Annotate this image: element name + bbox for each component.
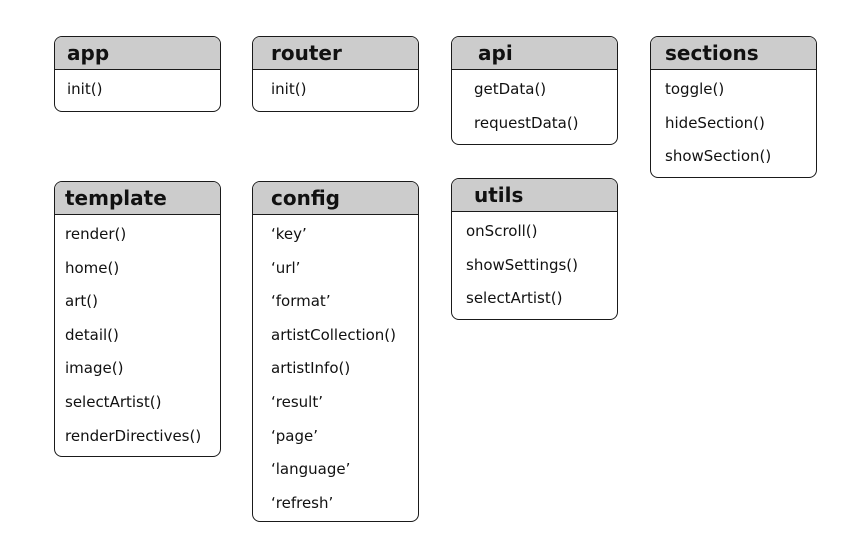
module-item: init() bbox=[271, 80, 307, 98]
module-item: artistInfo() bbox=[271, 359, 351, 378]
module-title: app bbox=[55, 37, 220, 70]
module-item: ‘format’ bbox=[271, 292, 331, 311]
module-item-list: onScroll() showSettings() selectArtist() bbox=[452, 212, 617, 319]
module-item-list: ‘key’ ‘url’ ‘format’ artistCollection() arti… bbox=[253, 215, 418, 521]
module-item-list: init() bbox=[253, 70, 418, 111]
module-item-list: toggle() hideSection() showSection() bbox=[651, 70, 816, 177]
module-item: ‘url’ bbox=[271, 258, 301, 277]
module-item: ‘result’ bbox=[271, 392, 323, 411]
module-title: api bbox=[452, 37, 617, 70]
module-sections: sections toggle() hideSection() showSection… bbox=[650, 36, 817, 178]
module-item: render() bbox=[65, 225, 127, 243]
module-title: config bbox=[253, 182, 418, 215]
module-config: config ‘key’ ‘url’ ‘format’ artistCollection… bbox=[252, 181, 419, 522]
module-item-list: render() home() art() detail() image() select… bbox=[55, 215, 220, 456]
module-item-list: init() bbox=[55, 70, 220, 111]
module-item: artistCollection() bbox=[271, 325, 397, 344]
module-item: requestData() bbox=[474, 113, 579, 132]
module-router: router init() bbox=[252, 36, 419, 112]
module-item: home() bbox=[65, 258, 120, 277]
module-item: art() bbox=[65, 292, 98, 311]
module-item: detail() bbox=[65, 325, 119, 344]
module-template: template render() home() art() detail() image… bbox=[54, 181, 221, 457]
module-item: init() bbox=[67, 80, 103, 98]
module-api: api getData() requestData() bbox=[451, 36, 618, 145]
module-item: selectArtist() bbox=[65, 392, 162, 411]
module-app: app init() bbox=[54, 36, 221, 112]
module-item: hideSection() bbox=[665, 113, 765, 132]
module-title: router bbox=[253, 37, 418, 70]
module-item-list: getData() requestData() bbox=[452, 70, 617, 144]
module-utils: utils onScroll() showSettings() selectArtis… bbox=[451, 178, 618, 320]
module-item: getData() bbox=[474, 80, 547, 98]
module-item: selectArtist() bbox=[466, 289, 563, 308]
module-title: utils bbox=[452, 179, 617, 212]
module-item: ‘page’ bbox=[271, 426, 318, 445]
module-item: ‘language’ bbox=[271, 460, 351, 479]
module-title: template bbox=[55, 182, 220, 215]
module-item: ‘refresh’ bbox=[271, 493, 334, 512]
module-item: showSettings() bbox=[466, 255, 578, 274]
module-title: sections bbox=[651, 37, 816, 70]
module-item: ‘key’ bbox=[271, 225, 307, 243]
module-item: showSection() bbox=[665, 147, 772, 166]
module-item: renderDirectives() bbox=[65, 426, 202, 445]
module-item: image() bbox=[65, 359, 124, 378]
module-item: onScroll() bbox=[466, 222, 538, 240]
module-item: toggle() bbox=[665, 80, 725, 98]
